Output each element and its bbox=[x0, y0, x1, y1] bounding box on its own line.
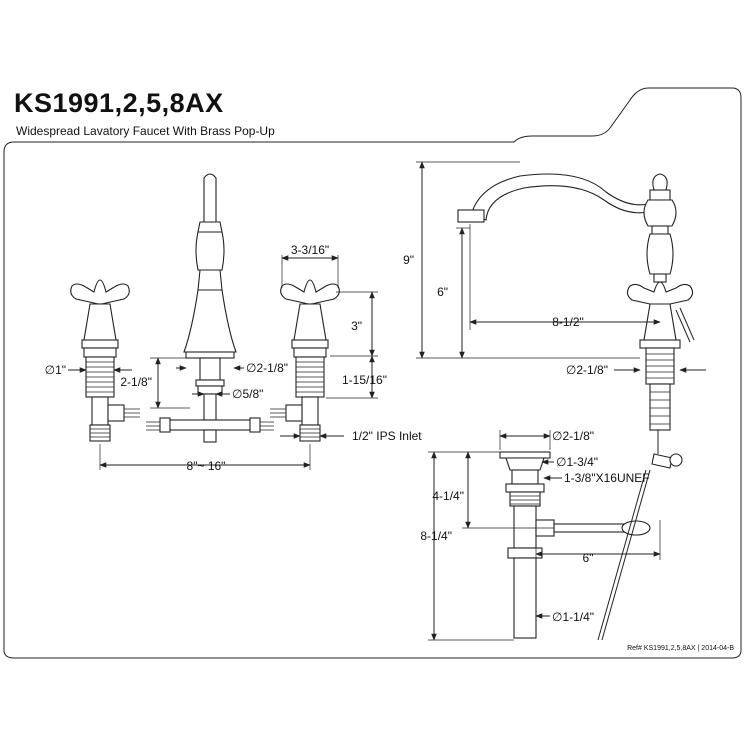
popup-body-diameter-label: ∅1-3/4" bbox=[556, 455, 598, 469]
drain-dimension-lines bbox=[428, 430, 661, 641]
side-dimension-lines bbox=[416, 161, 706, 373]
popup-thread-label: 1-3/8"X16UNEF bbox=[564, 471, 650, 485]
popup-upper-length-label: 4-1/4" bbox=[432, 489, 464, 503]
spout-reach-label: 8-1/2" bbox=[552, 315, 584, 329]
product-description: Widespread Lavatory Faucet With Brass Po… bbox=[16, 124, 275, 138]
side-base-diameter-label: ∅2-1/8" bbox=[566, 363, 608, 377]
inlet-label: 1/2" IPS Inlet bbox=[352, 429, 422, 443]
popup-total-length-label: 8-1/4" bbox=[420, 529, 452, 543]
front-view: 3-3/16" 3" ∅1" ∅2-1/8" 2-1/8" ∅5/8" 1-15… bbox=[45, 173, 422, 473]
center-spout bbox=[146, 173, 274, 443]
popup-drain: ∅2-1/8" ∅1-3/4" 1-3/8"X16UNEF 4-1/4" 8-1… bbox=[420, 429, 683, 641]
overall-height-label: 9" bbox=[403, 253, 414, 267]
side-view: 9" 6" 8-1/2" ∅2-1/8" bbox=[403, 161, 706, 431]
handle-width-label: 3-3/16" bbox=[291, 243, 329, 257]
valve-shank-length-label: 1-15/16" bbox=[342, 373, 387, 387]
handle-height-label: 3" bbox=[351, 319, 362, 333]
model-number: KS1991,2,5,8AX bbox=[14, 88, 224, 118]
sheet-border bbox=[3, 87, 742, 659]
tailpiece-diameter-label: ∅1-1/4" bbox=[552, 610, 594, 624]
left-handle bbox=[70, 279, 140, 442]
spout-shank-diameter-label: ∅5/8" bbox=[232, 387, 263, 401]
spout-base-diameter-label: ∅2-1/8" bbox=[246, 361, 288, 375]
spout-base-height-label: 2-1/8" bbox=[120, 375, 152, 389]
spout-height-label: 6" bbox=[437, 285, 448, 299]
reference-number: Ref# KS1991,2,5,8AX | 2014-04-B bbox=[627, 645, 734, 652]
front-dimension-lines bbox=[68, 255, 378, 470]
spread-label: 8"~ 16" bbox=[187, 459, 226, 473]
shank-diameter-label: ∅1" bbox=[45, 363, 66, 377]
popup-flange-diameter-label: ∅2-1/8" bbox=[552, 429, 594, 443]
right-handle bbox=[270, 279, 340, 442]
lift-rod-reach-label: 6" bbox=[583, 551, 594, 565]
